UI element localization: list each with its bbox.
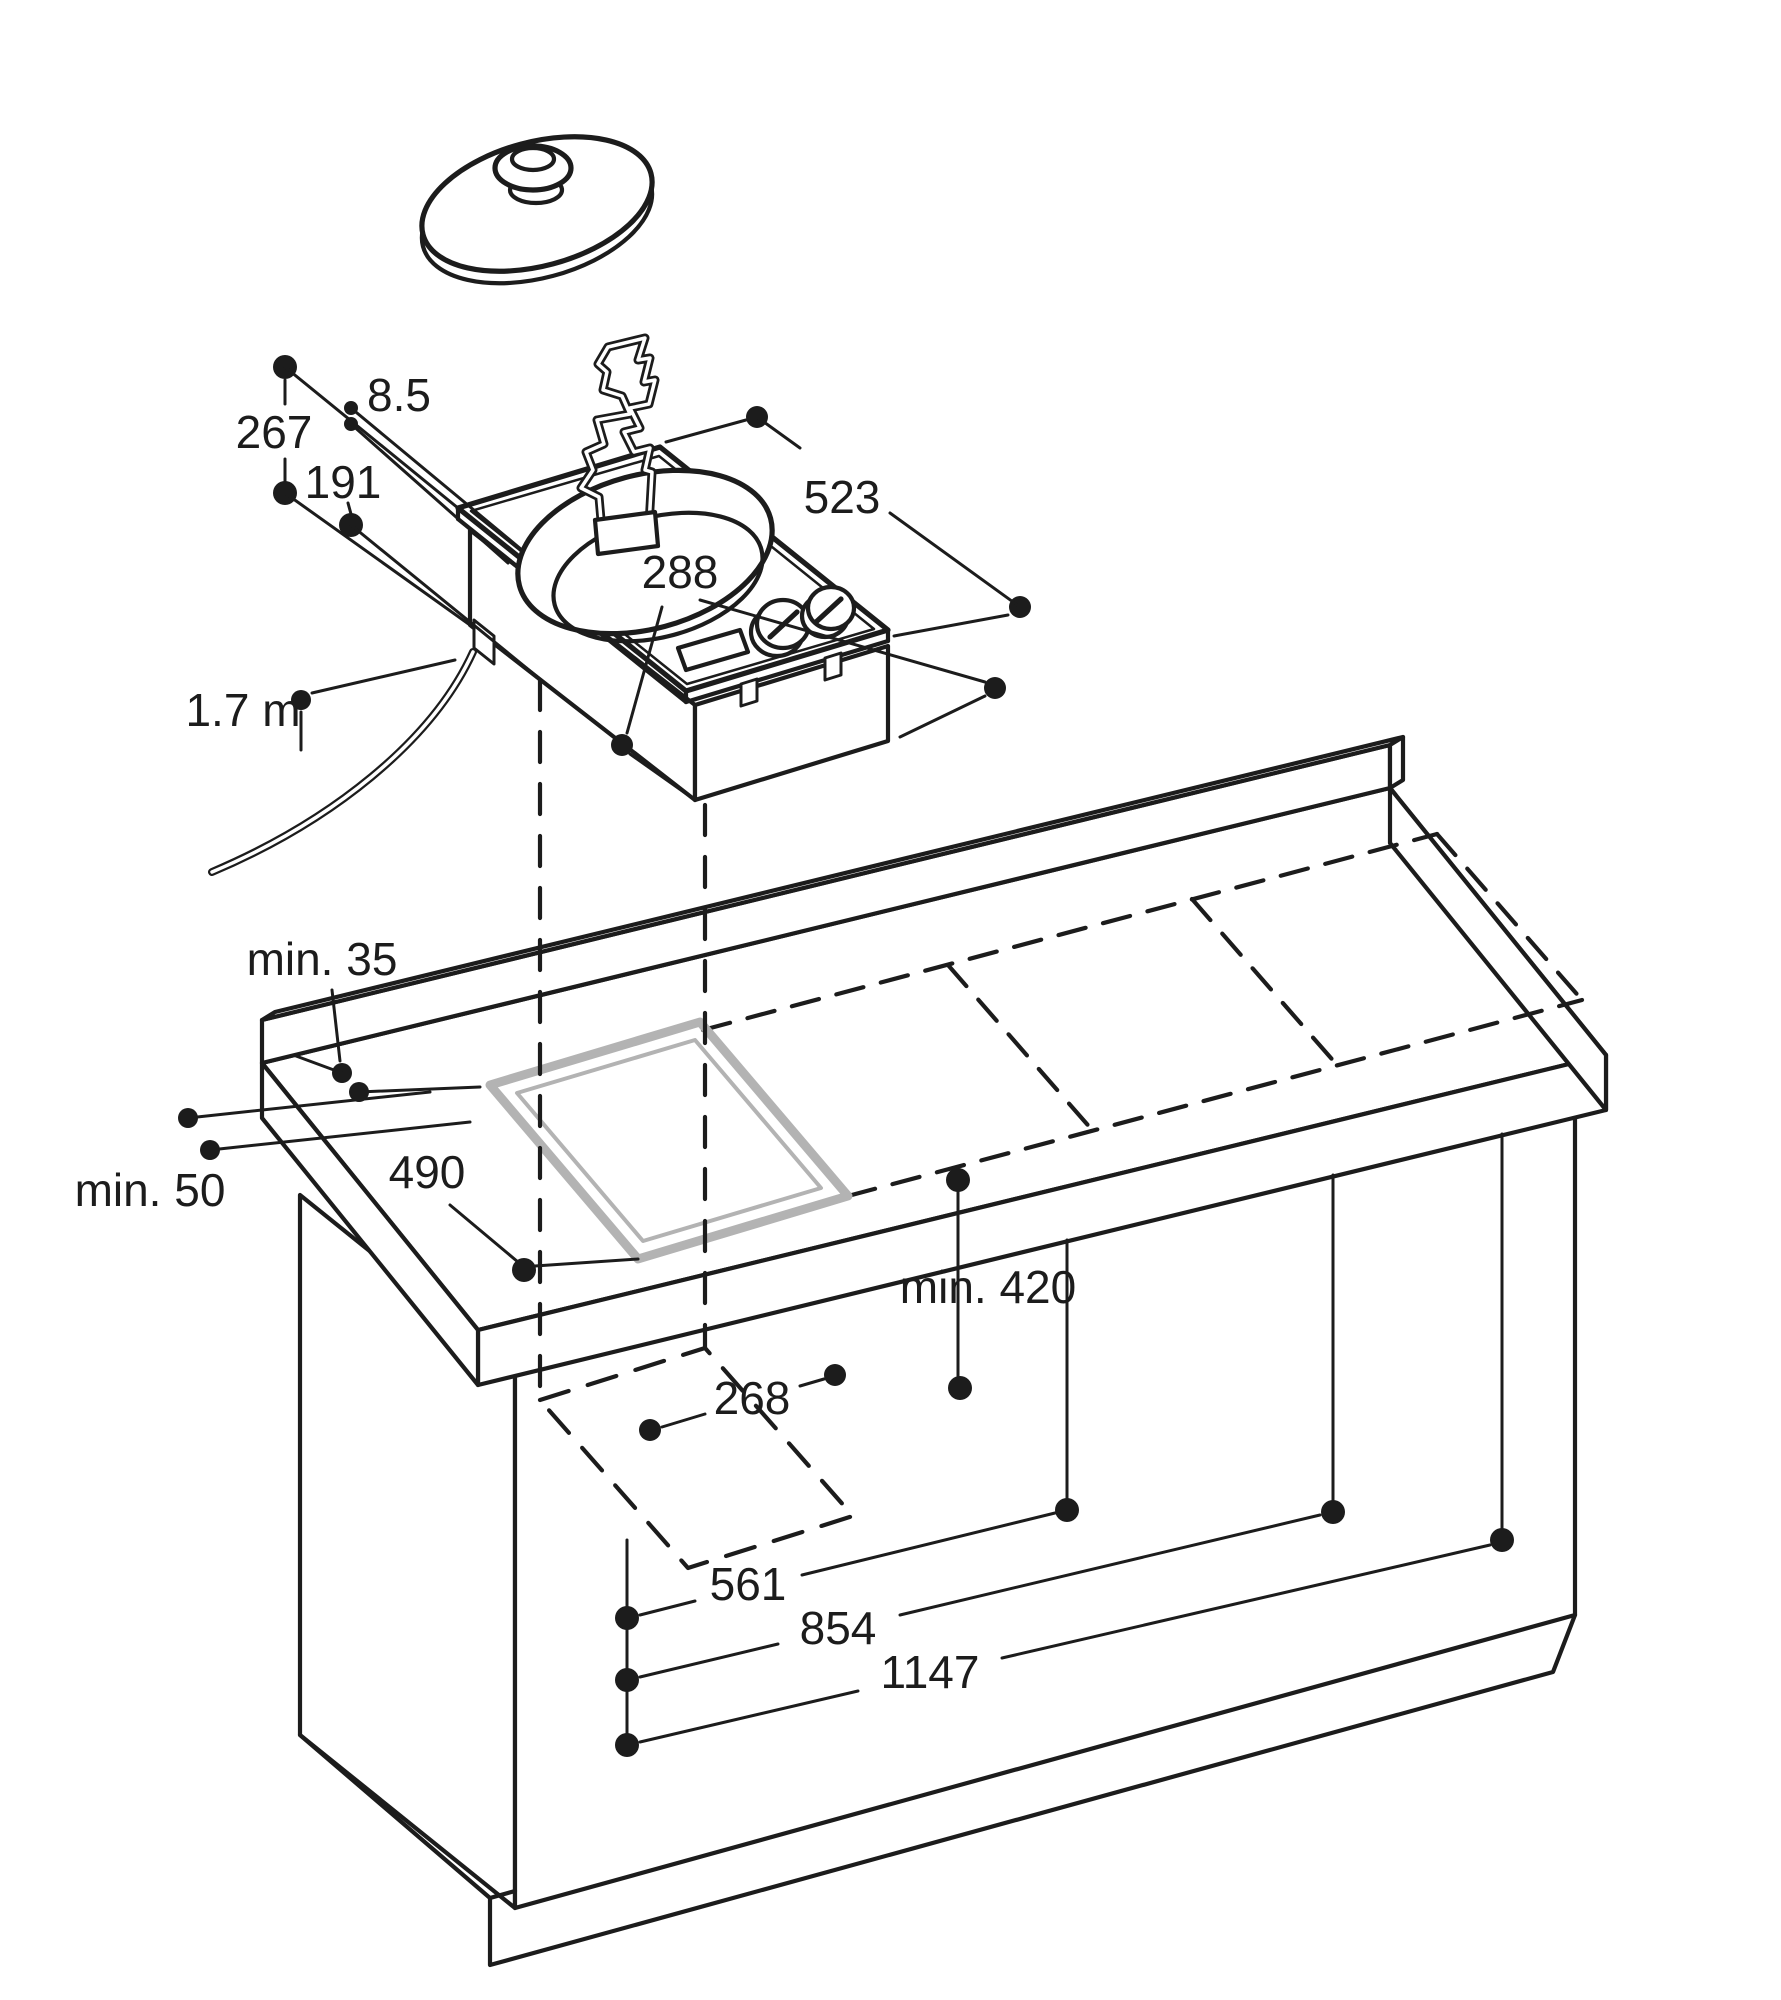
dim-label-cutout-length: 490 — [389, 1146, 466, 1198]
dim-rear-clearance: min. 35 — [247, 933, 482, 1102]
footprint-outline — [537, 1345, 856, 1571]
dim-label-centre-distance-three: 854 — [800, 1602, 877, 1654]
power-cable-core — [210, 650, 475, 874]
worktop-left-end-face — [259, 1060, 481, 1388]
projection-lines — [537, 677, 708, 1403]
dim-label-appliance-width: 288 — [642, 546, 719, 598]
control-knob-right — [799, 584, 857, 640]
dim-label-under-worktop-clearance: min. 420 — [900, 1261, 1076, 1313]
dim-depth-below: 191 — [305, 456, 542, 681]
dim-total-height: 267 — [236, 355, 472, 627]
dim-front-clearance: min. 50 — [75, 1090, 472, 1216]
steamer-unit — [208, 444, 891, 876]
dim-appliance-length: 523 — [664, 406, 1031, 638]
dim-centre-distance-four: 1147 — [638, 1543, 1492, 1744]
worktop — [259, 734, 1609, 1388]
handle-cross-bar — [592, 509, 661, 557]
steamer-lid — [419, 134, 655, 286]
backsplash-right-end — [1387, 734, 1406, 791]
lid-knob-top — [509, 145, 557, 173]
dim-label-centre-distance-four: 1147 — [881, 1646, 980, 1698]
dim-label-total-height: 267 — [236, 406, 313, 458]
display-window — [675, 627, 751, 673]
dim-cutout-length: 490 — [389, 1146, 640, 1282]
dim-flange-height: 8.5 — [344, 369, 524, 565]
dim-label-cutout-width: 268 — [714, 1372, 791, 1424]
dim-label-rear-clearance: min. 35 — [247, 933, 398, 985]
dim-under-worktop-clearance: min. 420 — [900, 1168, 1076, 1400]
dim-label-cable-length: 1.7 m — [185, 684, 300, 736]
dim-label-depth-below: 191 — [305, 456, 382, 508]
spacing-reference-column — [615, 1538, 639, 1757]
dim-cable-length: 1.7 m — [185, 658, 457, 752]
wire-rack-handle — [576, 333, 661, 557]
spacing-drop-lines — [1055, 1132, 1514, 1552]
cabinet-toe-kick — [297, 1612, 1578, 1968]
dim-label-front-clearance: min. 50 — [75, 1164, 226, 1216]
dim-centre-distance-two: 561 — [638, 1511, 1057, 1617]
dim-appliance-width: 288 — [611, 546, 1006, 797]
dim-centre-distance-three: 854 — [638, 1513, 1322, 1679]
dim-label-centre-distance-two: 561 — [710, 1558, 787, 1610]
dim-label-flange-height: 8.5 — [367, 369, 431, 421]
wire-core — [579, 336, 657, 545]
additional-module-outline — [700, 831, 1585, 1199]
dim-label-appliance-length: 523 — [804, 471, 881, 523]
dim-cutout-width: 268 — [639, 1364, 846, 1441]
basin-rim — [515, 467, 775, 637]
mounting-tab-right — [823, 651, 843, 682]
mounting-tab-left — [739, 677, 759, 708]
worktop-right-end-face — [1387, 785, 1609, 1113]
cutout-frame — [485, 1017, 853, 1264]
